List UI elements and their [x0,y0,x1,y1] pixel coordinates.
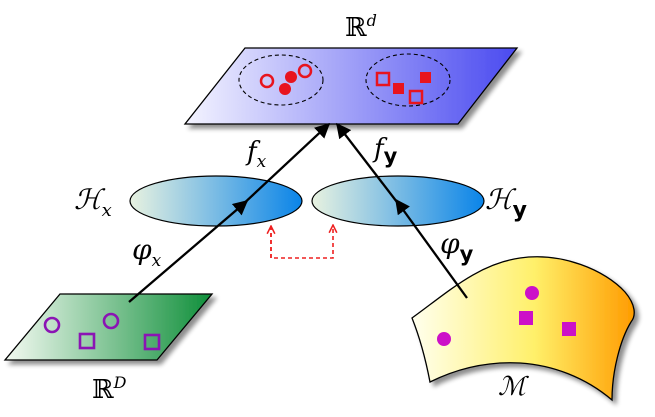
label-top-space: ℝd [345,11,377,43]
cluster-squares-outline [365,53,451,107]
open-square-marker [408,89,424,105]
phi-x-arrow [128,200,249,303]
hilbert-link-dashed [270,226,333,259]
magenta-markers [437,286,576,346]
label-f-x: fx [245,137,267,172]
f-y-arrow [336,122,401,207]
mapping-arrows [128,122,468,303]
filled-circle-marker [437,332,451,346]
manifold-m [411,256,635,402]
open-circle-marker [259,73,275,89]
filled-square-marker [562,322,576,336]
label-hilbert-y: ℋy [485,183,527,223]
cluster-circles-outline [238,54,324,106]
red-cluster-circles [259,63,313,95]
label-f-y: fy [372,134,398,168]
red-cluster-squares [375,71,431,105]
open-circle-marker [43,316,61,334]
purple-markers [43,312,161,351]
filled-circle-marker [525,286,539,300]
open-circle-marker [102,312,120,330]
label-manifold: ℳ [498,372,529,402]
phi-y-arrow [395,198,468,299]
label-phi-y: φy [440,227,474,266]
filled-circle-marker [285,71,297,83]
hilbert-x-ellipse [129,175,303,227]
top-plane-rd [183,47,519,125]
top-plane-shape [183,47,519,125]
f-x-arrow [239,122,331,208]
label-hilbert-x: ℋx [74,183,112,221]
open-square-marker [143,333,161,351]
open-circle-marker [297,63,313,79]
open-square-marker [78,332,96,350]
label-phi-x: φx [132,233,162,271]
filled-square-marker [393,83,404,94]
filled-square-marker [519,311,533,325]
diagram-labels: ℝd ℝD ℳ ℋx ℋy fx fy φx φy [74,11,529,405]
filled-circle-marker [279,83,291,95]
manifold-shape [411,256,635,402]
open-square-marker [375,71,391,87]
left-plane-rD [3,293,214,361]
filled-square-marker [420,72,431,83]
label-bottom-left-space: ℝD [92,373,127,405]
